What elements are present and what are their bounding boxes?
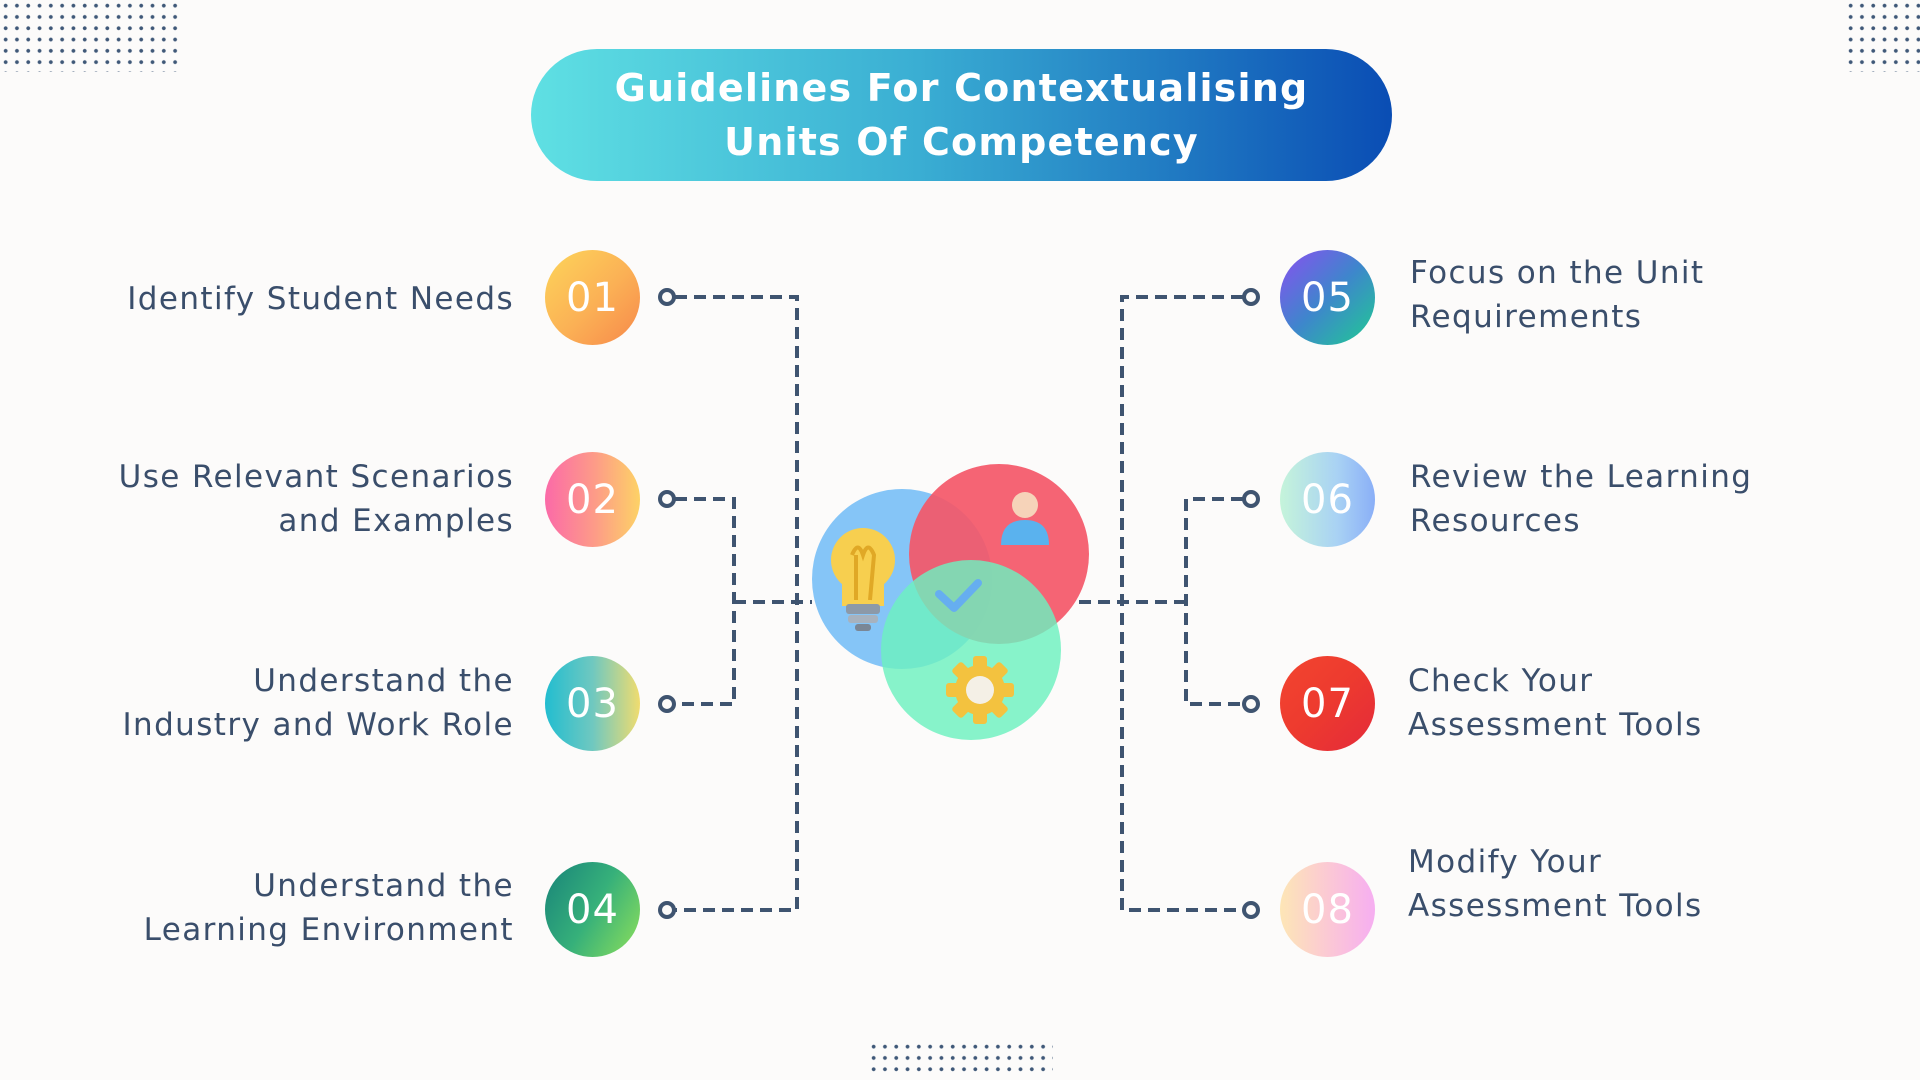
connector-dot-05 xyxy=(1242,288,1260,306)
connector-left-inner xyxy=(675,497,736,706)
person-icon xyxy=(1001,492,1049,545)
connector-dot-06 xyxy=(1242,490,1260,508)
connector-dot-08 xyxy=(1242,901,1260,919)
connector-dot-04 xyxy=(658,901,676,919)
gear-icon xyxy=(946,656,1014,724)
decorative-dots-bottom xyxy=(868,1041,1053,1075)
decorative-dots-top-right xyxy=(1845,0,1920,72)
connector-dot-07 xyxy=(1242,695,1260,713)
number-badge-04: 04 xyxy=(545,862,640,957)
number-badge-03: 03 xyxy=(545,656,640,751)
title-banner: Guidelines For Contextualising Units Of … xyxy=(531,49,1392,181)
item-07-label: Check Your Assessment Tools xyxy=(1408,663,1703,743)
number-badge-01: 01 xyxy=(545,250,640,345)
venn-circle-green xyxy=(881,560,1061,740)
title-line-2: Units Of Competency xyxy=(724,120,1199,164)
number-badge-02: 02 xyxy=(545,452,640,547)
decorative-dots-top-left xyxy=(0,0,181,72)
item-03-label: Understand the Industry and Work Role xyxy=(122,663,514,743)
item-06-label: Review the Learning Resources xyxy=(1410,459,1753,539)
item-02-label: Use Relevant Scenarios and Examples xyxy=(118,459,514,539)
central-venn-graphic xyxy=(812,464,1089,740)
connector-dot-01 xyxy=(658,288,676,306)
number-badge-07: 07 xyxy=(1280,656,1375,751)
checkmark-icon xyxy=(935,579,982,612)
number-badge-05: 05 xyxy=(1280,250,1375,345)
item-04-label: Understand the Learning Environment xyxy=(143,868,514,948)
item-01-label: Identify Student Needs xyxy=(127,281,514,317)
connector-right-inner xyxy=(1184,497,1243,706)
title-line-1: Guidelines For Contextualising xyxy=(614,66,1309,110)
connector-dot-02 xyxy=(658,490,676,508)
number-badge-06: 06 xyxy=(1280,452,1375,547)
number-badge-08: 08 xyxy=(1280,862,1375,957)
item-05-label: Focus on the Unit Requirements xyxy=(1410,255,1705,335)
lightbulb-icon xyxy=(831,528,895,631)
connector-dot-03 xyxy=(658,695,676,713)
item-08-label: Modify Your Assessment Tools xyxy=(1408,844,1703,924)
